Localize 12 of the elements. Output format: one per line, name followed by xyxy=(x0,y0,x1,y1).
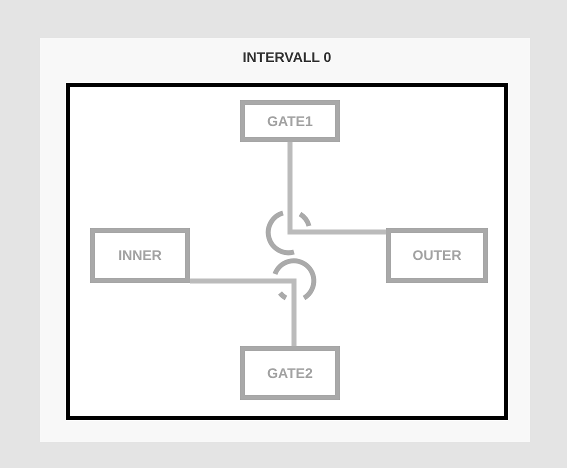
frame-box xyxy=(66,83,508,420)
process-box xyxy=(386,228,488,283)
connector-line xyxy=(288,142,386,234)
diagram-title: INTERVALL 0 xyxy=(242,48,332,67)
box-label: INNER xyxy=(118,246,162,265)
box-label: GATE2 xyxy=(267,364,313,382)
box-label: OUTER xyxy=(412,246,462,265)
box-label: GATE1 xyxy=(267,112,313,130)
process-box xyxy=(90,228,190,283)
connector-line xyxy=(190,278,296,346)
process-box xyxy=(240,346,340,400)
process-box xyxy=(240,100,340,142)
